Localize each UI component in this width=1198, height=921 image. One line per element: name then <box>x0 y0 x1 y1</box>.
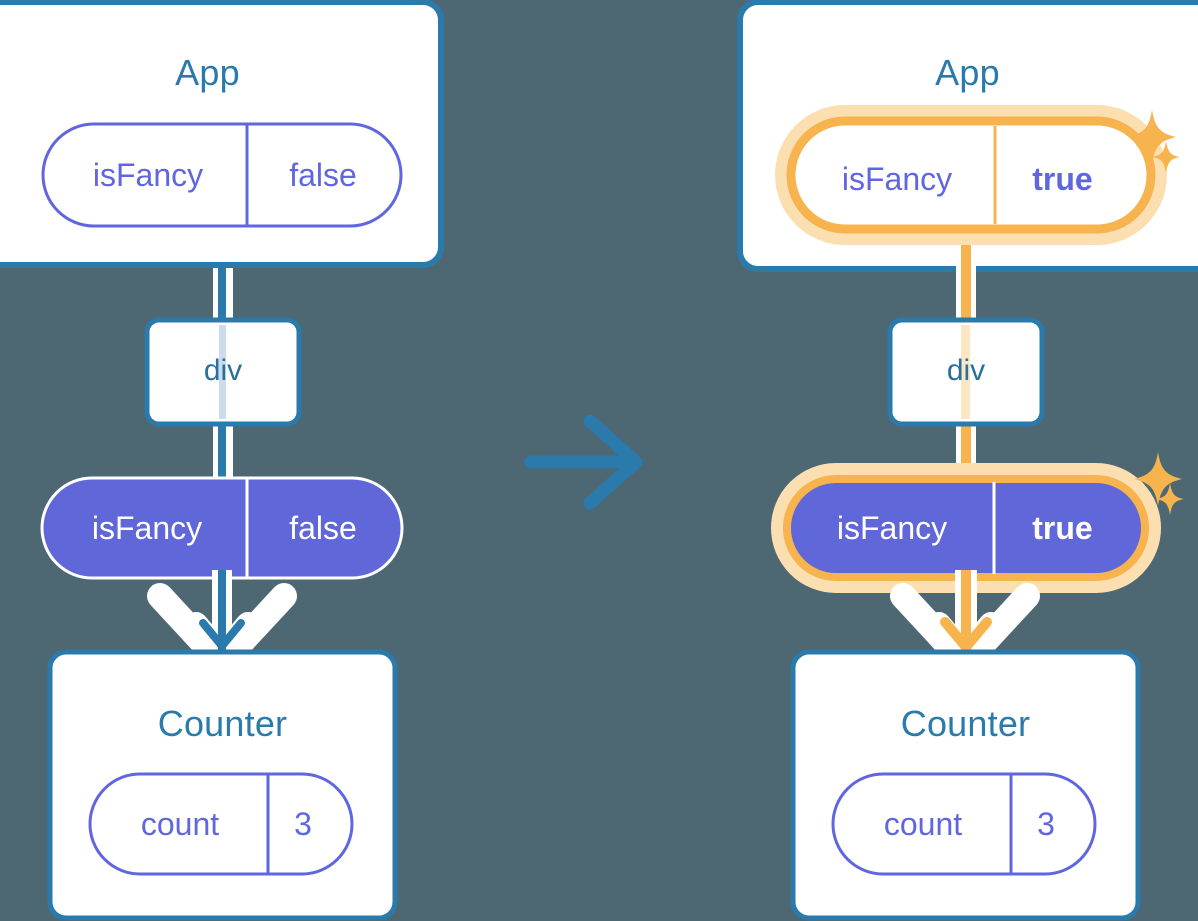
sparkle-app-pill <box>1128 110 1180 173</box>
prop-pill-right <box>771 463 1161 593</box>
connector-div-to-pill-left <box>213 416 233 496</box>
app-state-pill-right <box>775 105 1167 245</box>
counter-state-pill-right <box>831 772 1097 876</box>
div-box-left <box>144 317 302 427</box>
prop-pill-left <box>40 476 404 580</box>
sparkle-prop-pill <box>1134 452 1184 515</box>
arrow-right-icon <box>524 414 643 510</box>
counter-state-pill-left <box>88 772 354 876</box>
div-box-right <box>887 317 1045 427</box>
app-state-pill-left <box>41 122 403 228</box>
